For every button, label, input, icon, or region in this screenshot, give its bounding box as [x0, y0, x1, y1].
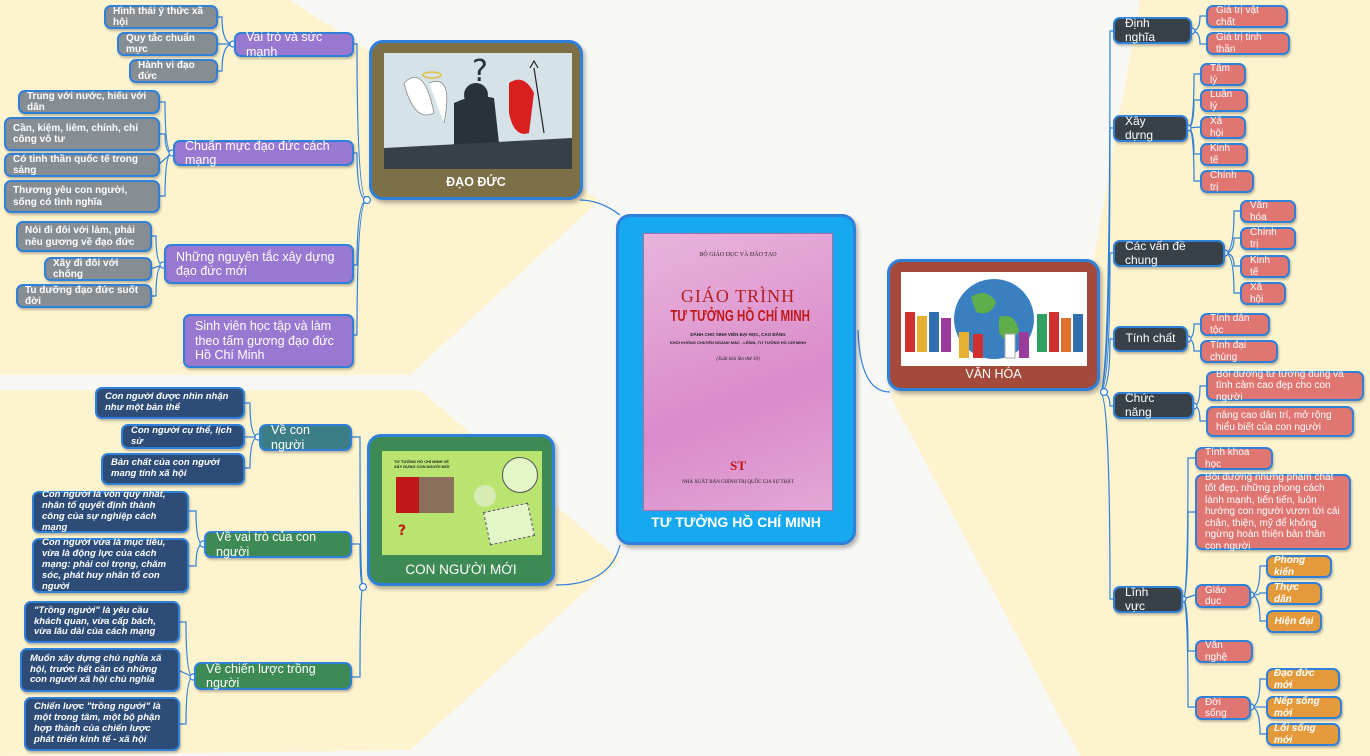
con-nguoi-image-text: TƯ TƯỞNG HỒ CHÍ MINH VỀ XÂY DỰNG CON NGƯ…: [394, 459, 450, 469]
ve-con-nguoi-item-3[interactable]: Bản chất của con người mang tính xã hội: [101, 453, 245, 485]
dao-duc-nguyen-tac[interactable]: Những nguyên tắc xây dựng đạo đức mới: [164, 244, 354, 284]
world-people-illustration: [901, 272, 1087, 366]
tinh-chat-item-1[interactable]: Tính dân tộc: [1200, 313, 1270, 336]
van-de-item-2[interactable]: Chính trị: [1240, 227, 1296, 250]
dinh-nghia-item-1[interactable]: Giá trị vật chất: [1206, 5, 1288, 28]
giao-duc-item-3[interactable]: Hiện đại: [1266, 610, 1322, 633]
book-publisher-top: BỘ GIÁO DỤC VÀ ĐÀO TẠO: [699, 252, 777, 258]
note-card: [482, 502, 536, 546]
van-de-item-3[interactable]: Kinh tế: [1240, 255, 1290, 278]
vai-tro-cn-item-1[interactable]: Con người là vốn quý nhất, nhân tố quyết…: [32, 489, 189, 533]
giao-duc-item-2[interactable]: Thực dân: [1266, 582, 1322, 605]
book-cover-image: BỘ GIÁO DỤC VÀ ĐÀO TẠO GIÁO TRÌNH TƯ TƯỞ…: [643, 233, 833, 511]
giao-duc-item-1[interactable]: Phong kiến: [1266, 555, 1332, 578]
ve-con-nguoi-item-1[interactable]: Con người được nhìn nhận như một bản thể: [95, 387, 245, 419]
linh-vuc-khoa-hoc[interactable]: Tính khoa học: [1195, 447, 1273, 470]
book-title-line2: TƯ TƯỞNG HỒ CHÍ MINH: [670, 308, 810, 325]
topic-dao-duc[interactable]: ? ĐẠO ĐỨC: [369, 40, 583, 200]
van-de-item-4[interactable]: Xã hội: [1240, 282, 1286, 305]
xay-dung-item-5[interactable]: Chính trị: [1200, 170, 1254, 193]
doi-song-item-3[interactable]: Lối sống mới: [1266, 723, 1340, 746]
xay-dung-item-1[interactable]: Tâm lý: [1200, 63, 1246, 86]
chuan-muc-item-1[interactable]: Trung với nước, hiếu với dân: [18, 90, 160, 114]
linh-vuc-van-nghe[interactable]: Văn nghệ: [1195, 640, 1253, 663]
chuan-muc-item-4[interactable]: Thương yêu con người, sống có tình nghĩa: [4, 180, 160, 213]
dinh-nghia-item-2[interactable]: Giá trị tinh thần: [1206, 32, 1290, 55]
circle-note: [502, 457, 538, 493]
portrait-photo: [396, 477, 454, 513]
van-hoa-label: VĂN HÓA: [965, 367, 1022, 381]
dao-duc-image: ?: [384, 53, 572, 169]
chuc-nang-item-2[interactable]: nâng cao dân trí, mở rộng hiểu biết của …: [1206, 406, 1354, 437]
topic-con-nguoi-moi[interactable]: TƯ TƯỞNG HỒ CHÍ MINH VỀ XÂY DỰNG CON NGƯ…: [367, 434, 555, 586]
circle-bubble: [474, 485, 496, 507]
van-hoa-image: [901, 272, 1087, 366]
van-hoa-xay-dung[interactable]: Xây dựng: [1113, 114, 1188, 142]
con-nguoi-chien-luoc[interactable]: Về chiến lược trồng người: [194, 662, 352, 690]
chuan-muc-item-2[interactable]: Cần, kiệm, liêm, chính, chí công vô tư: [4, 117, 160, 151]
van-hoa-tinh-chat[interactable]: Tính chất: [1113, 326, 1188, 352]
book-edition: (Xuất bản lần thứ 10): [716, 357, 760, 362]
book-subtitle-line2: KHỐI KHÔNG CHUYÊN NGÀNH MÁC - LÊNIN, TƯ …: [669, 340, 807, 345]
con-nguoi-vai-tro[interactable]: Về vai trò của con người: [204, 530, 352, 559]
central-topic[interactable]: BỘ GIÁO DỤC VÀ ĐÀO TẠO GIÁO TRÌNH TƯ TƯỞ…: [616, 214, 856, 545]
xay-dung-item-3[interactable]: Xã hội: [1200, 116, 1246, 139]
chien-luoc-item-3[interactable]: Chiến lược "trồng người" là một trong tâ…: [24, 697, 180, 751]
book-subtitle-line1: DÀNH CHO SINH VIÊN ĐẠI HỌC, CAO ĐẲNG: [690, 332, 786, 337]
central-topic-label: TƯ TƯỞNG HỒ CHÍ MINH: [651, 514, 821, 530]
linh-vuc-doi-song[interactable]: Đời sống: [1195, 696, 1251, 720]
con-nguoi-ve-con-nguoi[interactable]: Về con người: [259, 423, 352, 452]
vai-tro-cn-item-2[interactable]: Con người vừa là mục tiêu, vừa là động l…: [32, 537, 189, 593]
chuan-muc-item-3[interactable]: Có tinh thần quốc tế trong sáng: [4, 153, 160, 177]
book-title-line1: GIÁO TRÌNH: [680, 286, 796, 306]
xay-dung-item-2[interactable]: Luân lý: [1200, 89, 1248, 112]
van-hoa-linh-vuc[interactable]: Lĩnh vực: [1113, 585, 1183, 613]
van-de-item-1[interactable]: Văn hóa: [1240, 200, 1296, 223]
angel-devil-illustration: ?: [384, 53, 572, 169]
van-hoa-van-de-chung[interactable]: Các vấn đề chung: [1113, 239, 1225, 267]
svg-text:?: ?: [472, 54, 488, 89]
van-hoa-dinh-nghia[interactable]: Định nghĩa: [1113, 16, 1192, 44]
linh-vuc-giao-duc[interactable]: Giáo dục: [1195, 584, 1251, 608]
chien-luoc-item-1[interactable]: "Trồng người" là yêu cầu khách quan, vừa…: [24, 601, 180, 643]
chien-luoc-item-2[interactable]: Muốn xây dựng chủ nghĩa xã hội, trước hế…: [20, 648, 180, 692]
con-nguoi-image: TƯ TƯỞNG HỒ CHÍ MINH VỀ XÂY DỰNG CON NGƯ…: [382, 451, 542, 555]
nguyen-tac-item-2[interactable]: Xây đi đôi với chống: [44, 257, 152, 281]
chuc-nang-item-1[interactable]: Bồi dưỡng tư tưởng đúng và tình cảm cao …: [1206, 369, 1364, 403]
doi-song-item-1[interactable]: Đạo đức mới: [1266, 668, 1340, 691]
vai-tro-item-2[interactable]: Quy tắc chuẩn mực: [117, 32, 218, 56]
nguyen-tac-item-1[interactable]: Nói đi đôi với làm, phải nêu gương về đạ…: [16, 221, 152, 252]
dao-duc-label: ĐẠO ĐỨC: [446, 175, 506, 189]
tinh-chat-item-2[interactable]: Tính đại chúng: [1200, 340, 1278, 363]
book-logo: ST: [730, 458, 746, 473]
topic-van-hoa[interactable]: VĂN HÓA: [887, 259, 1100, 391]
vai-tro-item-3[interactable]: Hành vi đạo đức: [129, 59, 218, 83]
dao-duc-chuan-muc[interactable]: Chuẩn mực đạo đức cách mạng: [173, 139, 354, 167]
doi-song-item-2[interactable]: Nếp sống mới: [1266, 696, 1342, 719]
xay-dung-item-4[interactable]: Kinh tế: [1200, 143, 1248, 166]
linh-vuc-phat-trien[interactable]: Bồi dưỡng những phẩm chất tốt đẹp, những…: [1195, 472, 1351, 552]
book-publisher-bottom: NHÀ XUẤT BẢN CHÍNH TRỊ QUỐC GIA SỰ THẬT: [682, 480, 794, 485]
con-nguoi-label: CON NGƯỜI MỚI: [405, 562, 517, 577]
vai-tro-item-1[interactable]: Hình thái ý thức xã hội: [104, 5, 218, 29]
question-mark-icon: ?: [398, 523, 407, 539]
dao-duc-vai-tro[interactable]: Vai trò và sức mạnh: [234, 30, 354, 59]
dao-duc-sinh-vien[interactable]: Sinh viên học tập và làm theo tấm gương …: [183, 314, 354, 368]
ve-con-nguoi-item-2[interactable]: Con người cụ thể, lịch sử: [121, 424, 245, 449]
nguyen-tac-item-3[interactable]: Tu dưỡng đạo đức suốt đời: [16, 284, 152, 308]
van-hoa-chuc-nang[interactable]: Chức năng: [1113, 391, 1194, 419]
